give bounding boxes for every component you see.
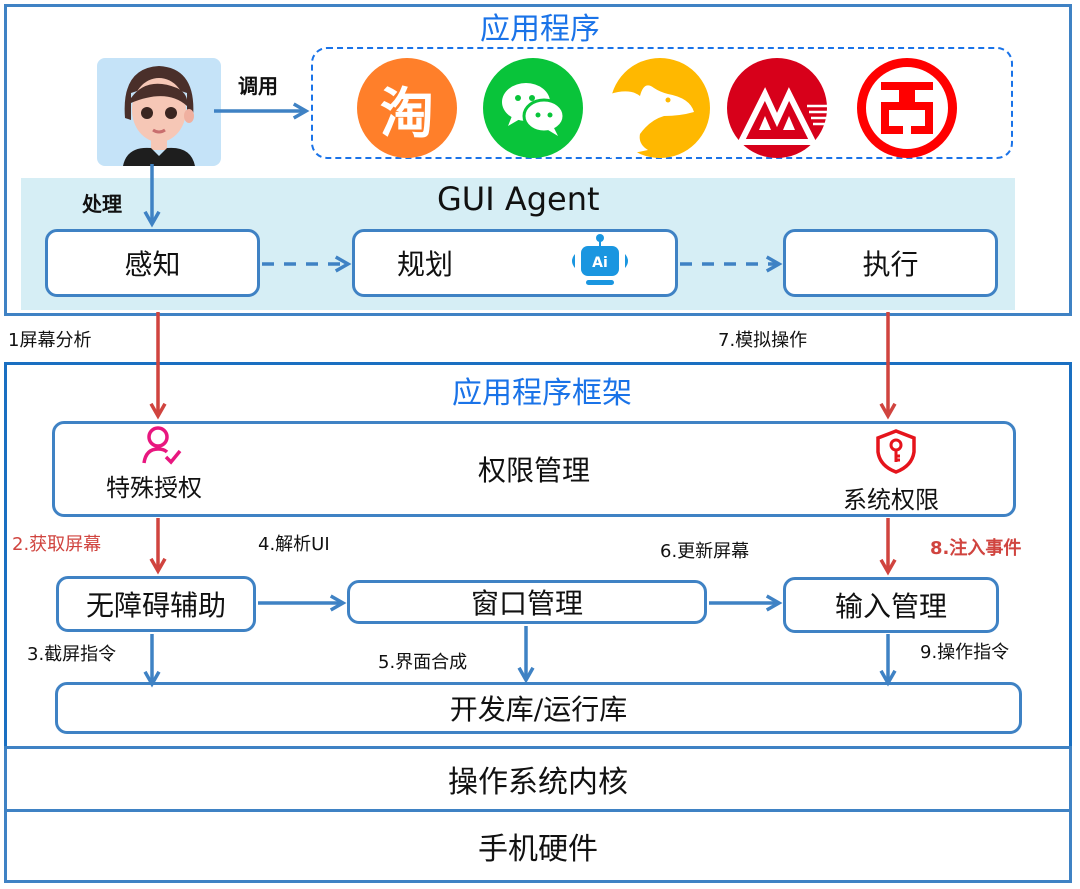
input-label: 输入管理	[834, 590, 947, 623]
app-wechat-icon[interactable]	[483, 58, 583, 158]
accessibility-label: 无障碍辅助	[85, 589, 226, 622]
wechat-bubbles-icon	[502, 83, 566, 136]
step7-label: 7.模拟操作	[718, 330, 808, 351]
process-label: 处理	[82, 192, 122, 216]
libraries-label: 开发库/运行库	[449, 693, 628, 726]
apps-container	[311, 47, 1013, 159]
step9-label: 9.操作指令	[920, 642, 1010, 663]
special-auth-icon	[140, 425, 184, 467]
accessibility-node[interactable]: 无障碍辅助	[56, 576, 256, 632]
step2-label: 2.获取屏幕	[12, 534, 102, 555]
user-avatar	[97, 58, 221, 166]
window-label: 窗口管理	[470, 587, 583, 620]
hardware-label: 手机硬件	[478, 832, 598, 867]
taobao-glyph: 淘	[380, 80, 434, 145]
system-permission-label: 系统权限	[843, 486, 939, 514]
framework-title: 应用程序框架	[452, 376, 632, 411]
step5-label: 5.界面合成	[378, 652, 468, 673]
execute-node[interactable]: 执行	[783, 229, 998, 297]
icbc-logo-icon	[881, 82, 933, 134]
plan-node[interactable]: 规划	[352, 229, 678, 297]
cmb-logo-icon	[736, 87, 827, 145]
app-icbc-icon[interactable]	[857, 58, 957, 158]
kernel-layer: 操作系统内核	[4, 746, 1072, 812]
window-node[interactable]: 窗口管理	[347, 580, 707, 624]
ai-robot-icon: Ai	[563, 232, 637, 290]
ai-badge-text: Ai	[592, 255, 608, 271]
app-layer-frame	[4, 4, 1072, 316]
kangaroo-logo-icon	[610, 85, 694, 158]
permission-label: 权限管理	[477, 454, 590, 487]
gui-agent-title: GUI Agent	[437, 180, 600, 218]
permission-node[interactable]: 权限管理	[52, 421, 1016, 517]
hardware-layer: 手机硬件	[4, 809, 1072, 883]
libraries-node[interactable]: 开发库/运行库	[55, 682, 1022, 734]
step4-label: 4.解析UI	[258, 534, 330, 555]
execute-label: 执行	[862, 248, 919, 281]
avatar-illustration-icon	[123, 66, 195, 166]
perceive-label: 感知	[124, 248, 181, 281]
call-label: 调用	[238, 74, 278, 98]
kernel-label: 操作系统内核	[448, 765, 628, 800]
system-permission-shield-icon	[874, 428, 918, 474]
step8-label: 8.注入事件	[930, 538, 1022, 559]
step6-label: 6.更新屏幕	[660, 541, 750, 562]
app-meituan-icon[interactable]	[610, 58, 710, 158]
app-cmb-icon[interactable]	[727, 58, 827, 158]
plan-label: 规划	[397, 248, 454, 281]
perceive-node[interactable]: 感知	[45, 229, 260, 297]
app-layer-title: 应用程序	[480, 12, 600, 47]
step1-label: 1屏幕分析	[8, 330, 92, 351]
special-auth-label: 特殊授权	[106, 474, 202, 502]
app-taobao-icon[interactable]: 淘	[357, 58, 457, 158]
input-node[interactable]: 输入管理	[783, 577, 999, 633]
step3-label: 3.截屏指令	[27, 644, 117, 665]
